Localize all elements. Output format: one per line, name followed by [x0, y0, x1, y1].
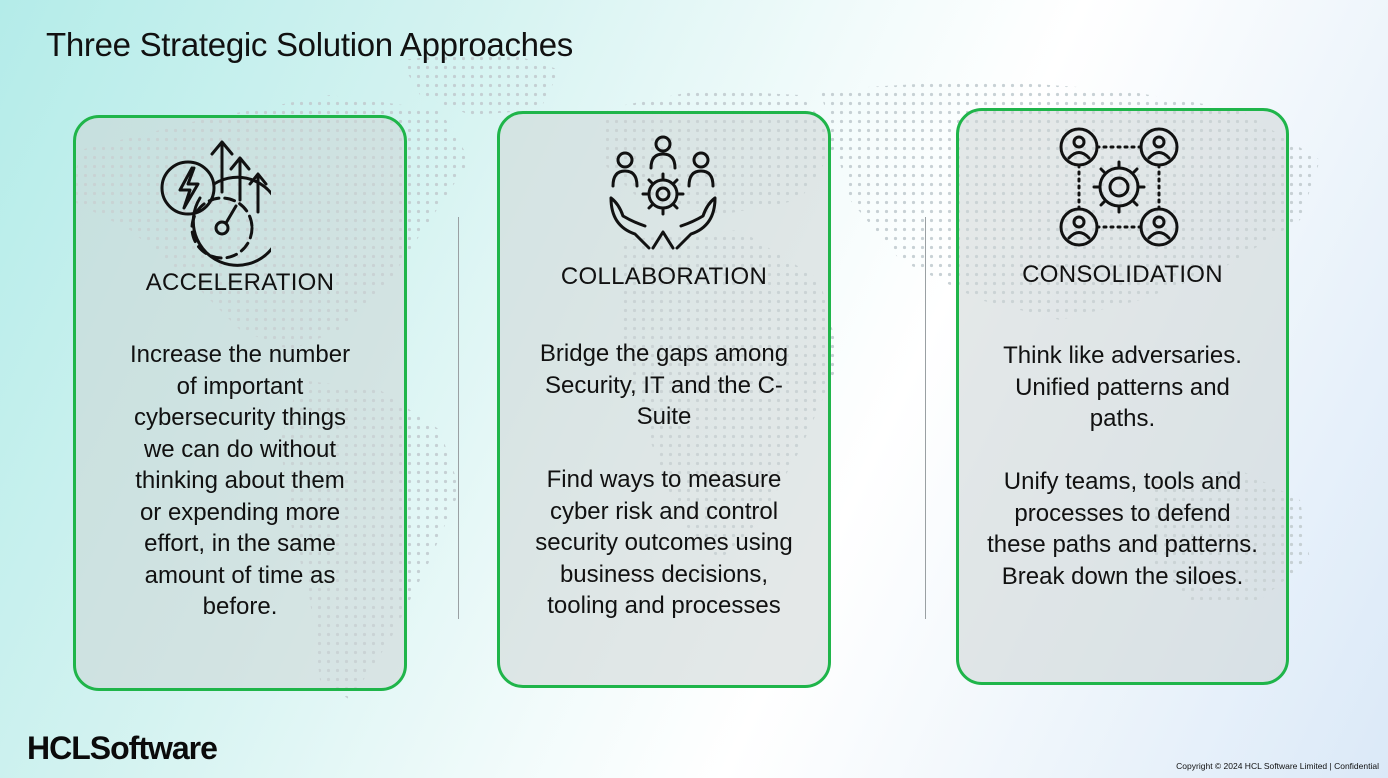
slide-title: Three Strategic Solution Approaches — [46, 26, 573, 63]
card-heading: COLLABORATION — [560, 263, 768, 290]
team-gear-hands-icon — [609, 135, 717, 250]
divider — [925, 217, 926, 619]
hcl-software-logo: HCLSoftware — [27, 730, 218, 766]
card-acceleration: ACCELERATION Increase the number of impo… — [73, 115, 407, 691]
users-network-gear-icon — [1059, 127, 1179, 247]
copyright-text: Copyright © 2024 HCL Software Limited | … — [1176, 761, 1379, 771]
card-consolidation: CONSOLIDATION Think like adversaries. Un… — [956, 108, 1289, 685]
card-collaboration: COLLABORATION Bridge the gaps among Secu… — [497, 111, 831, 688]
speedometer-lightning-arrows-icon — [160, 140, 271, 267]
card-body: Increase the number of important cyberse… — [129, 341, 351, 620]
card-body: Think like adversaries. Unified patterns… — [987, 342, 1258, 590]
divider — [458, 217, 459, 619]
card-heading: ACCELERATION — [145, 269, 335, 296]
card-body: Bridge the gaps among Security, IT and t… — [535, 340, 793, 619]
card-heading: CONSOLIDATION — [1022, 261, 1223, 288]
